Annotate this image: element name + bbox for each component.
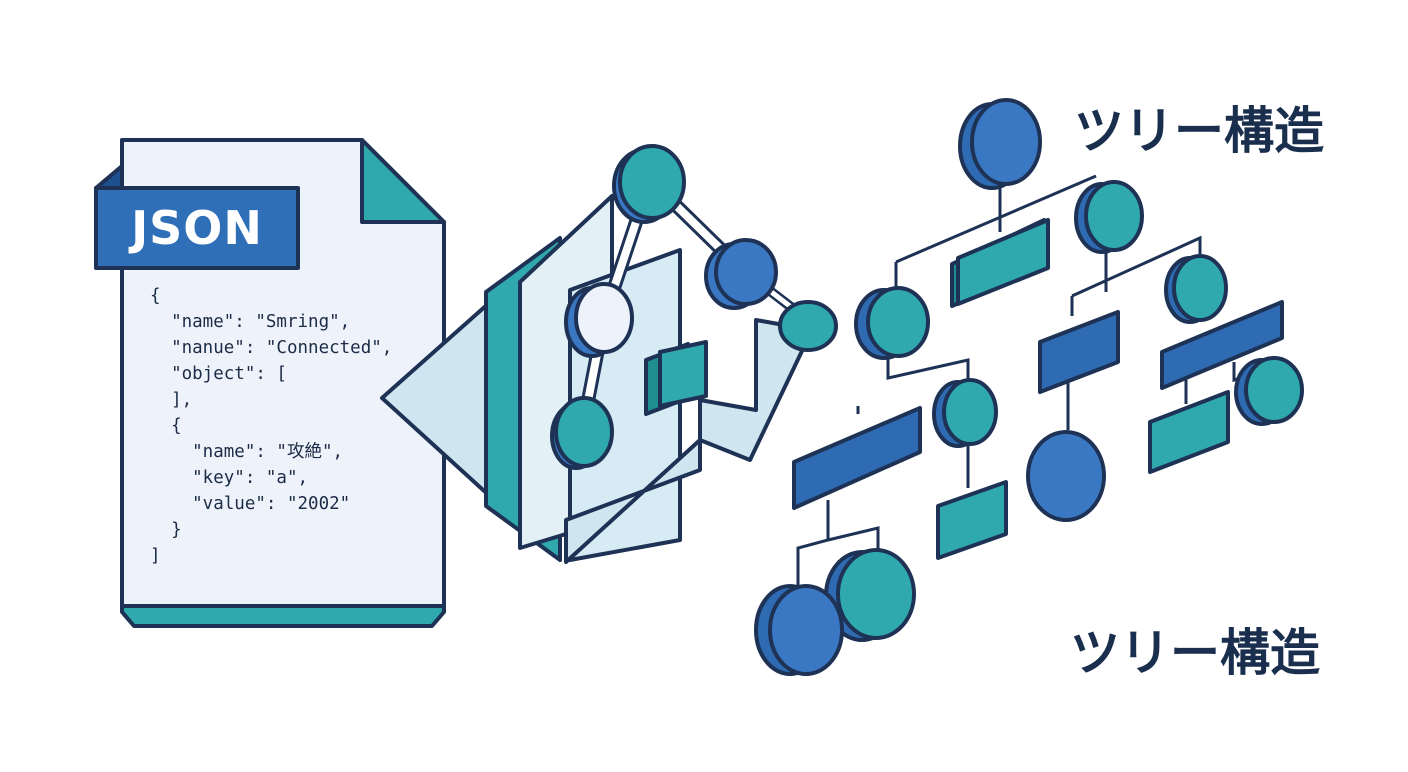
code-line: "key": "a", — [150, 468, 309, 488]
tree-block-long — [792, 406, 922, 510]
tree-block — [956, 218, 1050, 306]
tree — [754, 98, 1304, 676]
graph-node — [618, 144, 686, 220]
document-fold — [360, 138, 446, 224]
tree-block-long — [1160, 300, 1284, 390]
graph-node-hollow — [574, 282, 634, 354]
graph-node — [554, 396, 614, 468]
code-line: ], — [150, 390, 193, 410]
tree-block — [1148, 390, 1230, 474]
code-line: "value": "2002" — [150, 494, 351, 514]
json-badge-label: JSON — [131, 201, 263, 255]
tree-node — [942, 378, 998, 446]
tree-node — [1026, 430, 1106, 522]
ribbon-fold — [94, 164, 124, 190]
transform-arrow — [380, 194, 814, 564]
tree-connector — [827, 526, 880, 554]
graph-node — [778, 300, 838, 352]
graph-node — [714, 238, 778, 306]
tree-connector — [895, 174, 1097, 264]
code-line: "name": "Smring", — [150, 312, 351, 332]
tree-block — [936, 480, 1008, 560]
graph-block — [658, 340, 708, 408]
tree-node — [866, 286, 930, 358]
tree-title-bottom: ツリー構造 — [1070, 624, 1320, 682]
code-line: "name": "攻絶", — [150, 442, 344, 462]
code-line: { — [150, 286, 161, 306]
code-line: } — [150, 520, 182, 540]
tree-node — [836, 548, 916, 640]
tree-node-root — [970, 98, 1042, 186]
tree-node — [1172, 254, 1228, 322]
json-ribbon — [94, 186, 300, 270]
graph — [550, 144, 838, 470]
code-line: "object": [ — [150, 364, 287, 384]
code-line: { — [150, 416, 182, 436]
tree-node — [1244, 356, 1304, 424]
tree-node — [768, 584, 844, 676]
tree-title-top: ツリー構造 — [1074, 102, 1324, 160]
tree-connector — [886, 350, 970, 382]
tree-block — [1038, 310, 1120, 394]
tree-connector — [796, 500, 830, 588]
tree-node — [1084, 180, 1144, 252]
json-document — [94, 138, 446, 628]
code-line: ] — [150, 546, 161, 566]
code-line: "nanue": "Connected", — [150, 338, 393, 358]
